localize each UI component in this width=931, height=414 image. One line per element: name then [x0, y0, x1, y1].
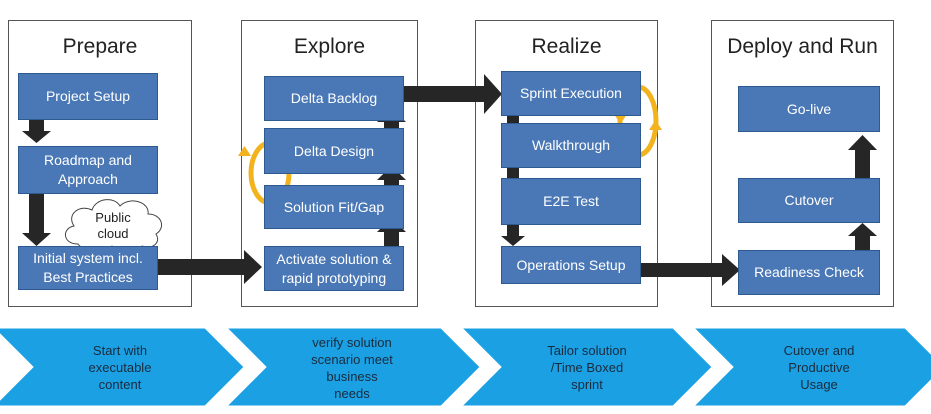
box-activate-solution: Activate solution & rapid prototyping	[264, 246, 404, 291]
box-solution-fit-gap: Solution Fit/Gap	[264, 185, 404, 229]
box-e2e-test: E2E Test	[501, 178, 641, 225]
cycle-arrowhead-explore-1	[238, 146, 251, 156]
chevron-prepare	[0, 327, 245, 407]
chevron-explore	[225, 327, 481, 407]
box-walkthrough: Walkthrough	[501, 123, 641, 168]
cycle-arrowhead-realize-1	[614, 114, 627, 124]
arrow-backlog-to-sprint	[404, 74, 502, 114]
public-cloud-label: Public cloud	[95, 210, 131, 241]
arrow-setup-to-roadmap	[22, 120, 51, 143]
chevron-row	[0, 327, 931, 407]
arrow-initial-to-activate	[158, 250, 262, 284]
box-cutover: Cutover	[738, 178, 880, 223]
chevron-text-realize: Tailor solution /Time Boxed sprint	[547, 343, 627, 392]
box-project-setup: Project Setup	[18, 73, 158, 120]
chevron-text-deploy-run: Cutover and Productive Usage	[783, 343, 855, 392]
arrow-e2e-to-operations	[501, 225, 525, 246]
chevron-deploy-run	[692, 327, 931, 407]
box-operations-setup: Operations Setup	[501, 246, 641, 284]
arrow-cutover-to-golive	[848, 135, 877, 178]
phase-title-realize: Realize	[531, 35, 602, 58]
box-initial-system: Initial system incl. Best Practices	[18, 246, 158, 290]
box-delta-backlog: Delta Backlog	[264, 76, 404, 121]
arrow-roadmap-to-initial	[22, 194, 51, 246]
chevron-realize	[460, 327, 713, 407]
box-roadmap-approach: Roadmap and Approach	[18, 146, 158, 194]
box-sprint-execution: Sprint Execution	[501, 71, 641, 116]
box-go-live: Go-live	[738, 86, 880, 132]
box-delta-design: Delta Design	[264, 128, 404, 174]
chevron-text-prepare: Start with executable content	[88, 343, 152, 392]
arrow-readiness-to-cutover	[848, 223, 877, 250]
box-readiness-check: Readiness Check	[738, 250, 880, 295]
phase-title-explore: Explore	[293, 35, 366, 58]
arrow-operations-to-readiness	[641, 254, 740, 286]
chevron-text-explore: verify solution scenario meet business n…	[311, 335, 393, 401]
arrow-fitgap-to-design	[377, 166, 406, 185]
phase-title-prepare: Prepare	[62, 35, 138, 58]
cycle-arrowhead-realize-2	[649, 120, 662, 130]
phase-title-deploy-run: Deploy and Run	[727, 35, 878, 58]
